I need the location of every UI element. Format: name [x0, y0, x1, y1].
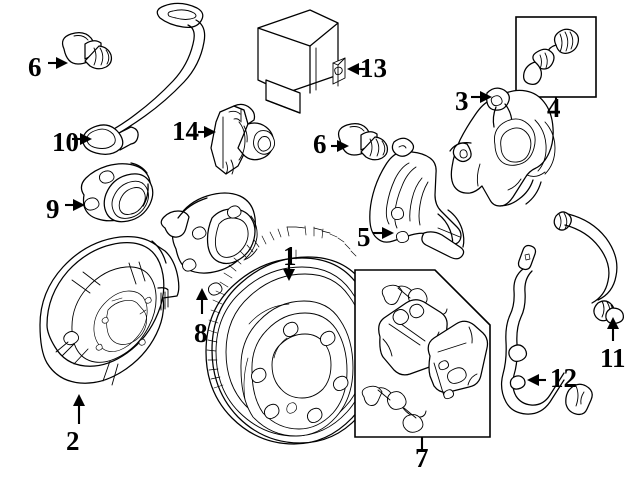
- callout-label-2: 2: [66, 426, 80, 456]
- callout-label-6-middle: 6: [313, 129, 327, 159]
- guide-pin-bushings: [523, 28, 580, 85]
- pad-retaining-clip-lower: [361, 385, 427, 433]
- abs-wheel-speed-sensor: [210, 103, 276, 175]
- callout-leaders: [48, 57, 619, 424]
- callout-label-4: 4: [547, 93, 561, 123]
- brake-hose: [553, 211, 624, 325]
- callout-label-11: 11: [600, 343, 626, 373]
- brake-pad-wear-sensor: [82, 2, 206, 155]
- brake-backing-splash-shield: [39, 236, 180, 386]
- callout-label-6-left: 6: [28, 52, 42, 82]
- callout-label-8: 8: [194, 318, 208, 348]
- callout-label-13: 13: [360, 53, 387, 83]
- brake-rotor-disc: [205, 225, 383, 445]
- caliper-bolt-top-left: [61, 32, 113, 70]
- callout-label-14: 14: [172, 116, 199, 146]
- brake-pad-right: [427, 320, 489, 400]
- abs-wheel-speed-sensor-cable: [500, 244, 593, 416]
- wheel-hub: [160, 192, 258, 296]
- caliper-bolt-middle: [337, 123, 389, 161]
- callout-label-7: 7: [415, 443, 429, 473]
- brake-pad-set-box: [354, 269, 491, 452]
- callout-label-12: 12: [550, 363, 577, 393]
- wheel-bearing: [80, 162, 154, 223]
- caliper-mounting-bracket: [369, 137, 465, 260]
- callout-label-9: 9: [46, 194, 60, 224]
- callout-label-1: 1: [283, 241, 297, 271]
- caliper-guide-pin-bushing-box: [515, 16, 597, 116]
- brake-caliper: [449, 87, 556, 207]
- callout-label-10: 10: [52, 127, 79, 157]
- abs-control-module: [257, 9, 346, 114]
- callout-label-3: 3: [455, 86, 469, 116]
- rotor-cooling-vanes: [206, 225, 357, 389]
- callout-label-5: 5: [357, 222, 371, 252]
